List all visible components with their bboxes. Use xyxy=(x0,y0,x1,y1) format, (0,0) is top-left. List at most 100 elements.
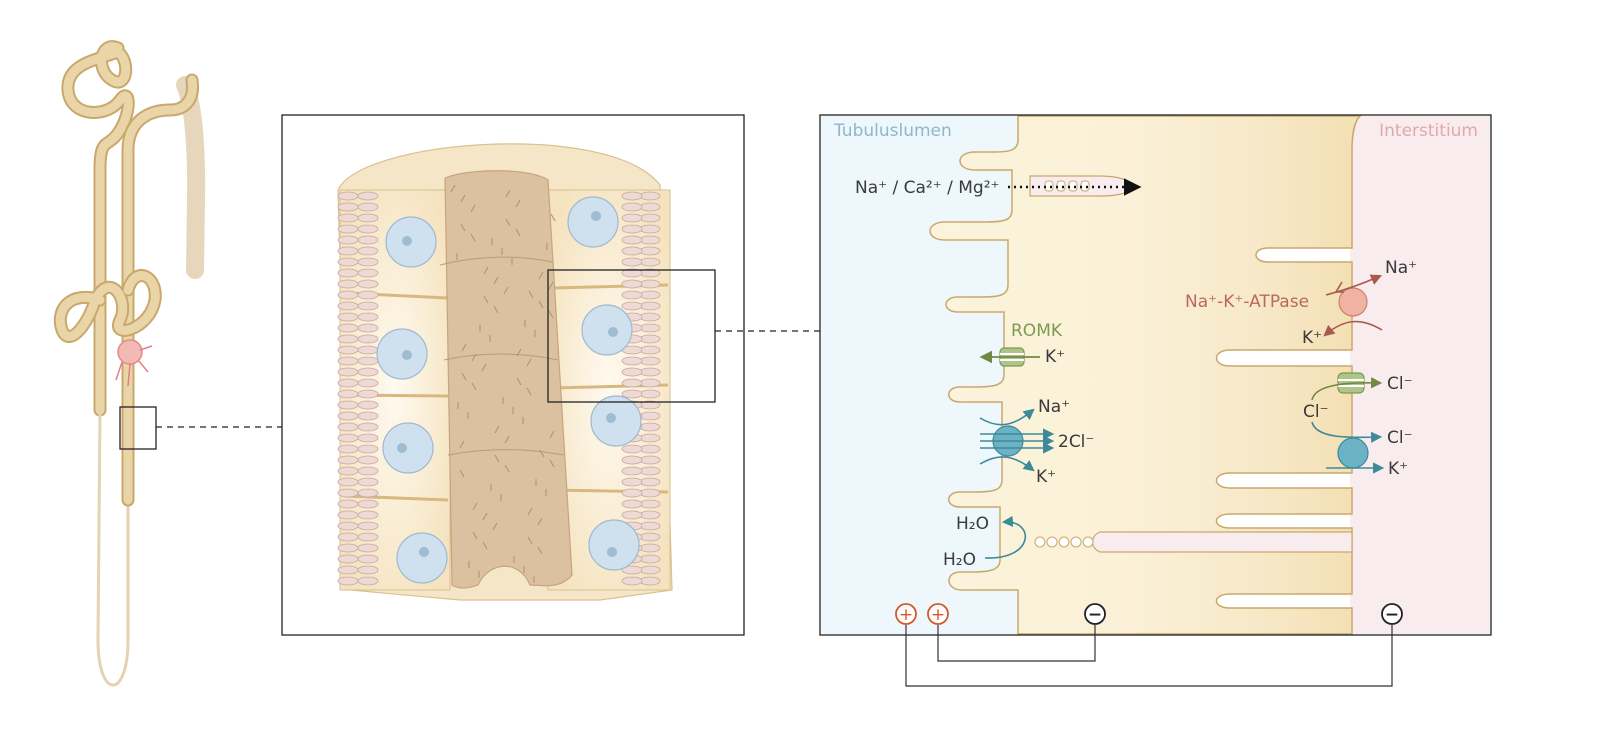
potential-circuit: + + − − xyxy=(895,603,1403,687)
mitochondrion xyxy=(639,235,661,245)
mitochondrion xyxy=(337,268,359,278)
mitochondrion xyxy=(621,356,643,366)
mitochondrion xyxy=(639,312,661,322)
mitochondrion xyxy=(639,356,661,366)
mitochondrion xyxy=(357,455,379,465)
microvillus xyxy=(461,343,467,352)
mitochondrion xyxy=(621,268,643,278)
mitochondrion xyxy=(357,356,379,366)
mitochondrion xyxy=(357,433,379,443)
tubule-lumen xyxy=(444,170,573,589)
mitochondrion xyxy=(337,521,359,531)
mitochondrion xyxy=(621,455,643,465)
mitochondrion xyxy=(337,433,359,443)
water-top-label: H₂O xyxy=(956,514,989,534)
mitochondrion xyxy=(639,576,661,586)
atpase-pump-icon xyxy=(1338,287,1368,317)
mitochondrion xyxy=(639,323,661,333)
mitochondrion xyxy=(357,224,379,234)
mitochondrion xyxy=(337,411,359,421)
mitochondrion xyxy=(639,224,661,234)
mitochondrion xyxy=(357,235,379,245)
mitochondrion xyxy=(639,279,661,289)
microvillus xyxy=(492,522,498,531)
mitochondrion xyxy=(357,510,379,520)
mitochondrion xyxy=(337,565,359,575)
microvillus xyxy=(494,454,500,463)
mitochondrion xyxy=(337,488,359,498)
mitochondrion xyxy=(337,356,359,366)
microvillus xyxy=(539,449,545,458)
mitochondrion xyxy=(357,268,379,278)
mitochondrion xyxy=(621,499,643,509)
mitochondrion xyxy=(639,532,661,542)
nuclei xyxy=(376,196,642,584)
microvillus xyxy=(459,469,465,478)
microvillus xyxy=(494,425,500,434)
nkcc2-cl-label: 2Cl⁻ xyxy=(1058,432,1094,452)
microvillus xyxy=(483,295,489,304)
microvillus xyxy=(460,194,466,203)
mitochondrion xyxy=(621,202,643,212)
mitochondrion xyxy=(357,246,379,256)
mitochondrion xyxy=(639,301,661,311)
mitochondrion xyxy=(621,246,643,256)
svg-text:−: − xyxy=(1088,605,1102,625)
atpase-na-label: Na⁺ xyxy=(1385,258,1417,278)
mitochondrion xyxy=(639,378,661,388)
cl-out-top-label: Cl⁻ xyxy=(1387,374,1413,394)
microvillus xyxy=(538,300,544,309)
microvillus xyxy=(481,363,487,372)
mitochondrion xyxy=(639,444,661,454)
mitochondrion xyxy=(621,466,643,476)
mitochondrion xyxy=(621,576,643,586)
mitochondrion xyxy=(639,334,661,344)
water-bottom-label: H₂O xyxy=(943,550,976,570)
mitochondrion xyxy=(357,565,379,575)
mitochondrion xyxy=(337,367,359,377)
microvillus xyxy=(548,310,554,319)
mitochondrion xyxy=(639,466,661,476)
atpase-label: Na⁺-K⁺-ATPase xyxy=(1185,292,1309,312)
mitochondrion xyxy=(639,290,661,300)
svg-text:−: − xyxy=(1385,605,1399,625)
microvillus xyxy=(527,507,533,516)
mitochondrion xyxy=(621,510,643,520)
mitochondrion xyxy=(357,576,379,586)
tubule-section-panel xyxy=(281,114,820,636)
lumen-zone xyxy=(821,116,1021,634)
mitochondrion xyxy=(639,543,661,553)
mitochondrion xyxy=(357,422,379,432)
mitochondrion xyxy=(337,191,359,201)
microvillus xyxy=(505,189,511,198)
mitochondrion xyxy=(357,532,379,542)
mitochondrion xyxy=(621,367,643,377)
mitochondrion xyxy=(639,477,661,487)
mitochondrion xyxy=(639,455,661,465)
nkcc2-k-label: K⁺ xyxy=(1036,467,1056,487)
microvillus xyxy=(493,305,499,314)
interstitium-zone xyxy=(1350,116,1490,634)
microvillus xyxy=(482,541,488,550)
mitochondrion xyxy=(337,345,359,355)
mitochondrion xyxy=(337,576,359,586)
mitochondrion xyxy=(337,455,359,465)
mitochondrion xyxy=(337,202,359,212)
nkcc2-na-label: Na⁺ xyxy=(1038,397,1070,417)
microvillus xyxy=(550,213,556,222)
mitochondrion xyxy=(357,213,379,223)
mitochondrion xyxy=(357,367,379,377)
microvillus xyxy=(471,382,477,391)
mitochondrion xyxy=(357,521,379,531)
microvillus xyxy=(482,512,488,521)
mitochondrion xyxy=(639,202,661,212)
mitochondrion xyxy=(337,224,359,234)
microvillus xyxy=(472,502,478,511)
mitochondrion xyxy=(357,323,379,333)
mitochondrion xyxy=(621,235,643,245)
mitochondrion xyxy=(357,279,379,289)
mitochondrion xyxy=(357,411,379,421)
mitochondrion xyxy=(357,334,379,344)
microvillus xyxy=(516,377,522,386)
mitochondrion xyxy=(357,389,379,399)
